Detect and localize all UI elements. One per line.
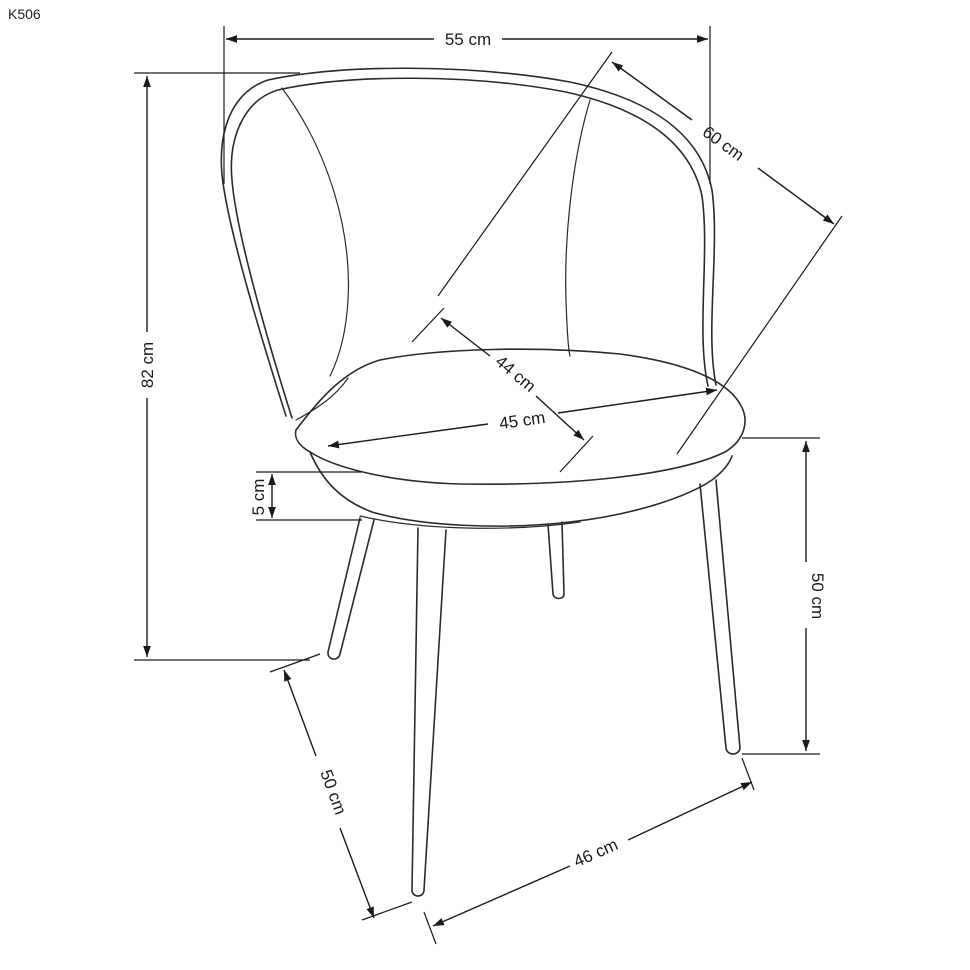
- dim-seat-depth: 44 cm: [492, 352, 540, 396]
- backrest-left-seam: [281, 87, 350, 377]
- leg-front-right: [699, 479, 741, 755]
- leg-back-right: [547, 521, 565, 600]
- backrest-inner-edge: [230, 77, 709, 419]
- seat-band-lower-edge: [359, 515, 581, 529]
- backrest-seat-junction: [295, 377, 349, 421]
- dim-leg-width: 46 cm: [571, 835, 621, 871]
- dim-overall-width: 55 cm: [445, 30, 491, 49]
- dim-overall-depth: 60 cm: [699, 122, 748, 165]
- leg-front-left: [411, 527, 447, 897]
- dim-leg-depth: 50 cm: [316, 767, 350, 817]
- model-code: K506: [8, 6, 41, 22]
- dim-seat-thickness: 5 cm: [249, 479, 268, 516]
- chair-illustration: [220, 67, 746, 897]
- dim-overall-height: 82 cm: [138, 342, 157, 388]
- seat-top-surface: [294, 348, 746, 486]
- backrest-outer-edge: [220, 67, 717, 417]
- backrest-right-seam: [565, 99, 591, 357]
- leg-back-left: [327, 517, 375, 660]
- seat-front-band: [309, 451, 733, 527]
- dim-seat-width: 45 cm: [498, 408, 546, 433]
- dim-seat-height: 50 cm: [808, 573, 827, 619]
